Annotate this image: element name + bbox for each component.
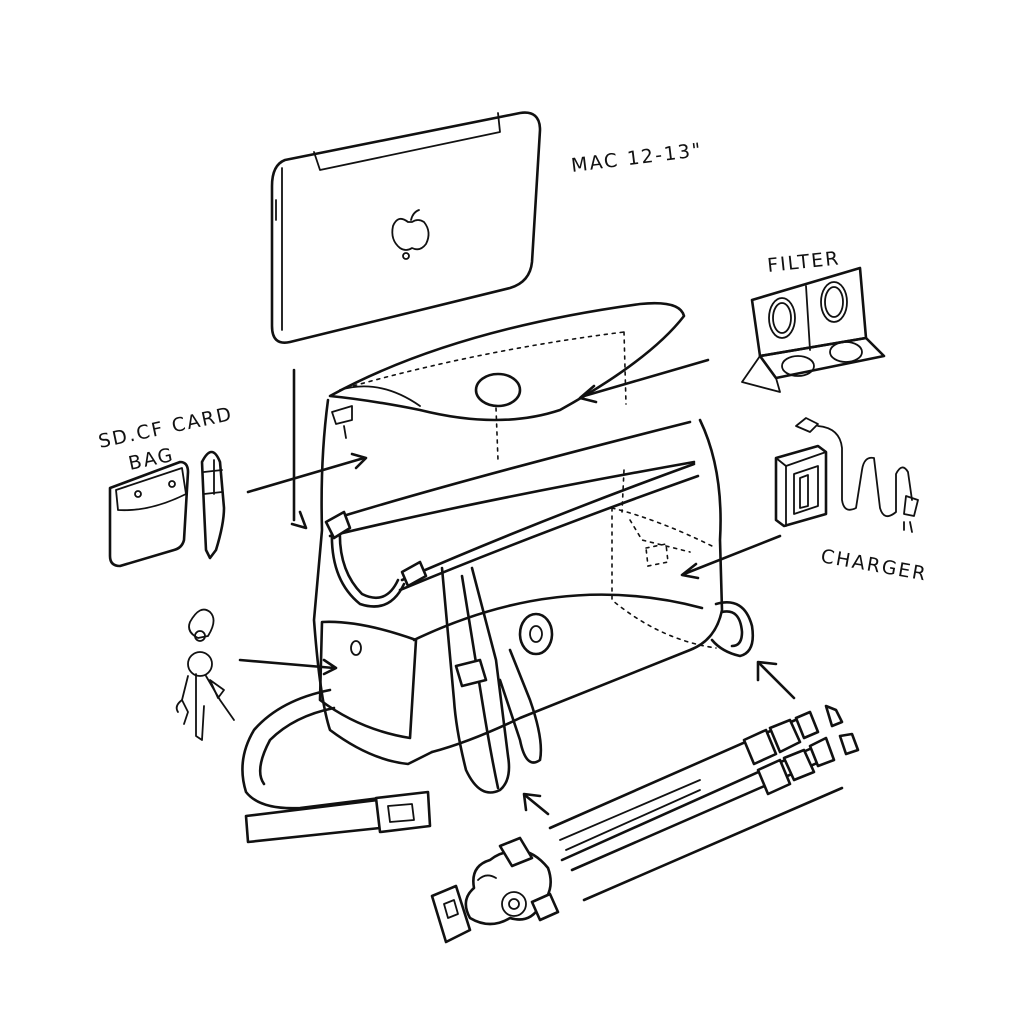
sd-card-bag <box>108 460 190 568</box>
arrow-charger <box>680 534 782 580</box>
arrow-sd <box>246 452 368 494</box>
arrow-filter <box>578 358 710 404</box>
apple-logo-icon <box>391 209 430 260</box>
tripod <box>430 704 860 944</box>
arrow-tripod-left <box>522 792 550 816</box>
shoulder-strap <box>241 688 432 844</box>
label-filter: FILTER <box>766 247 841 277</box>
label-charger: CHARGER <box>819 545 929 585</box>
filter-case <box>741 266 886 393</box>
laptop <box>270 111 542 344</box>
keys <box>175 608 235 741</box>
arrow-tripod-right <box>756 660 796 700</box>
arrow-laptop <box>290 368 308 530</box>
charger <box>774 417 919 533</box>
pen <box>200 450 226 560</box>
label-sd-line2: BAG <box>126 444 176 475</box>
bag <box>312 301 755 794</box>
label-mac: MAC 12-13" <box>570 139 704 177</box>
